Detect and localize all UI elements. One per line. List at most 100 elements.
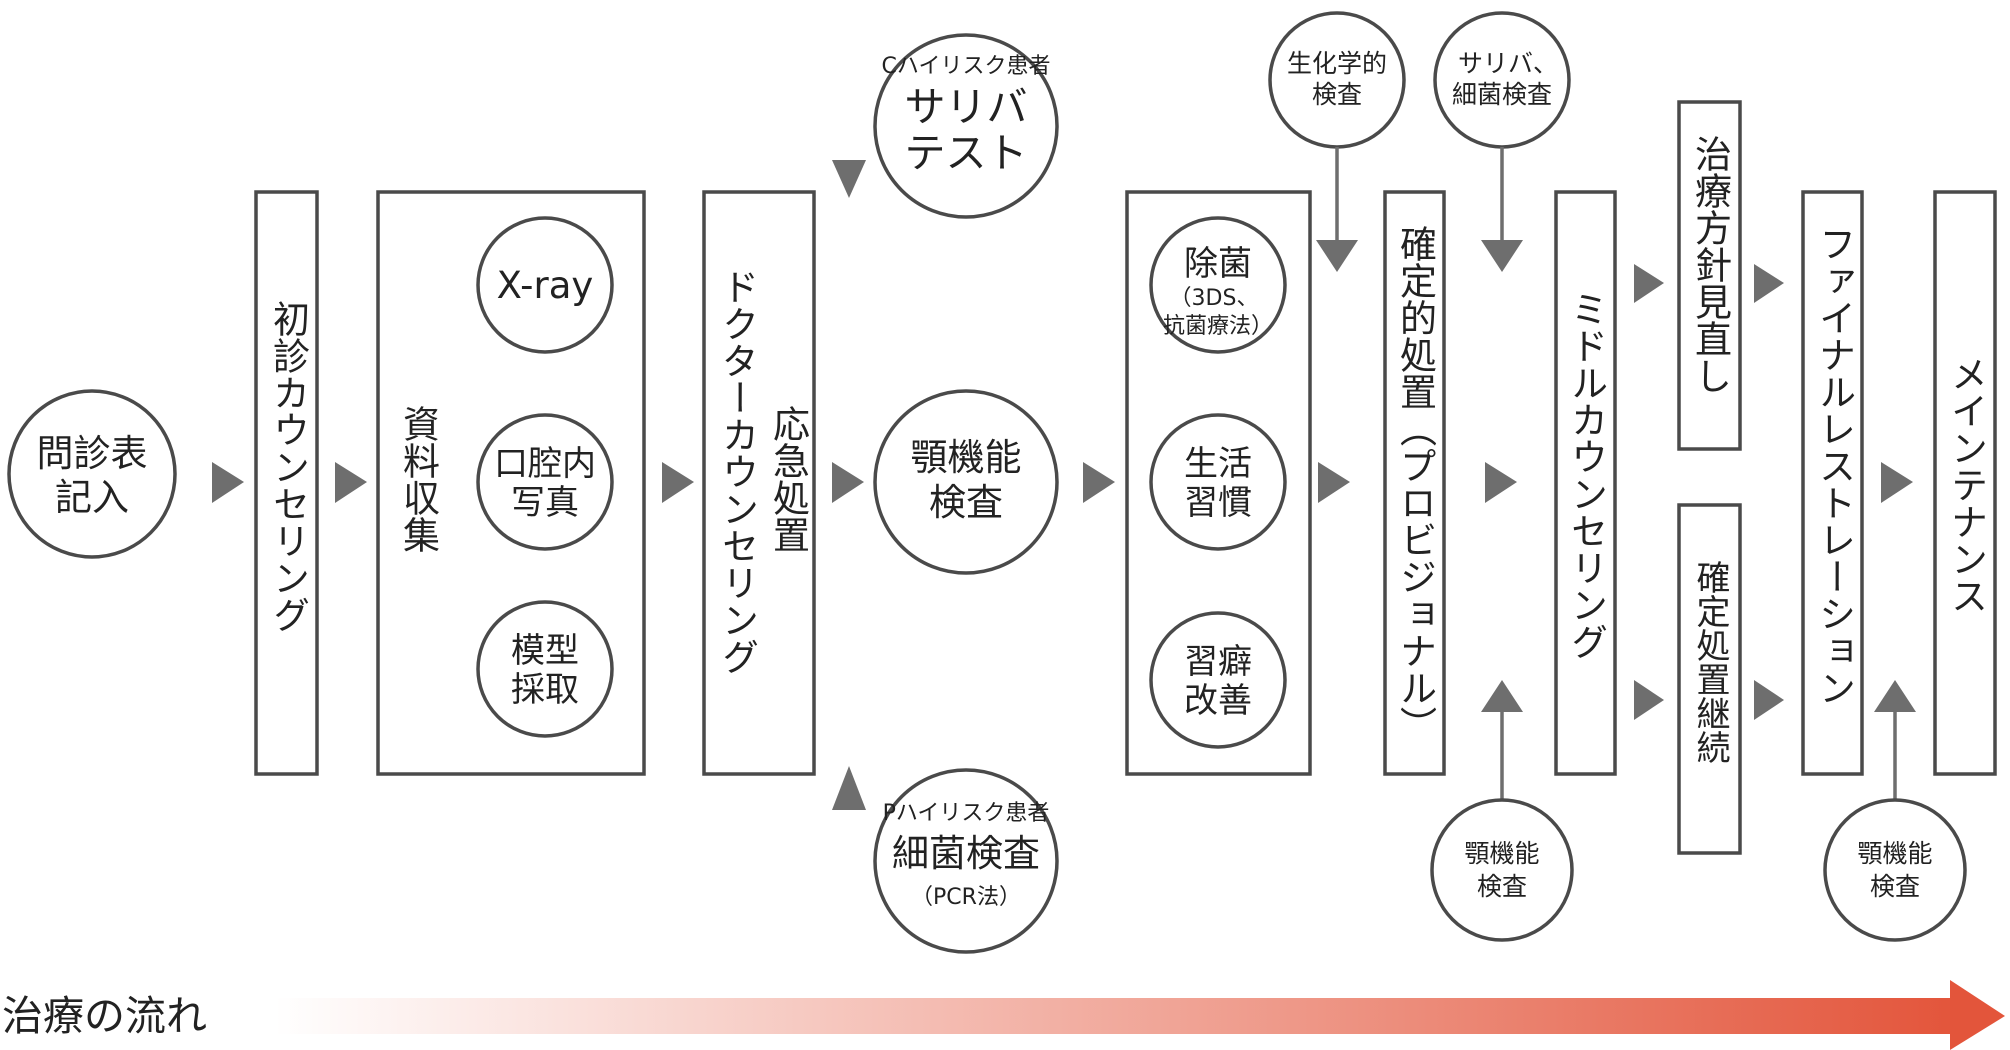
seikagaku-step: 生化学的 検査 [1268, 11, 1406, 272]
middle-label: ミドルカウンセリング [1565, 290, 1608, 660]
chiryo-minaoshi-label: 治療方針見直し [1689, 135, 1732, 394]
gakukino-lower1-circle [1430, 798, 1574, 942]
final-label: ファイナルレストレーション [1813, 225, 1856, 706]
koku-line-2: 写真 [511, 483, 579, 523]
flow-gradient-bar [275, 998, 1955, 1034]
gakukino-center-step: 顎機能 検査 [873, 389, 1059, 575]
arrow-right-icon [1083, 462, 1115, 503]
shiryo-step: 資料収集 X-ray 口腔内 写真 模型 採取 [376, 190, 646, 776]
saliva-test-step: Cハイリスク患者 サリバ テスト [873, 33, 1059, 219]
jokin-title: 除菌 [1184, 244, 1252, 284]
shuhei-circle [1149, 611, 1287, 749]
chiryo-minaoshi-step: 治療方針見直し [1677, 100, 1742, 451]
doctor-box [702, 190, 816, 776]
shoshin-box [254, 190, 319, 776]
shuhei-line-2: 改善 [1184, 681, 1252, 721]
saliva-caption: Cハイリスク患者 [882, 54, 1051, 79]
saliva-line-2: テスト [905, 129, 1028, 177]
maintenance-label: メインテナンス [1945, 355, 1988, 614]
koku-circle [476, 413, 614, 551]
saikin-step: Pハイリスク患者 細菌検査 （PCR法） [873, 768, 1059, 954]
arrow-right-icon [1881, 462, 1913, 503]
kakutei-keizoku-box [1677, 503, 1742, 855]
gakukino-center-circle [873, 389, 1059, 575]
saliva-circle [873, 33, 1059, 219]
arrow-right-icon [1318, 462, 1350, 503]
seikagaku-line-1: 生化学的 [1287, 49, 1387, 78]
gakukino-lower2-line-2: 検査 [1870, 872, 1920, 901]
koku-line-1: 口腔内 [494, 444, 596, 484]
kakutei-provisional-label: 確定的処置（プロビジョナル） [1394, 225, 1438, 743]
arrow-right-icon [1754, 680, 1784, 720]
saliva-bac-line-2: 細菌検査 [1452, 80, 1552, 109]
arrow-right-icon [1485, 462, 1517, 503]
kakutei-keizoku-label: 確定処置継続 [1690, 560, 1730, 764]
xray-label: X-ray [497, 264, 594, 307]
arrow-down-icon [1316, 240, 1358, 272]
seikatsu-line-2: 習慣 [1184, 483, 1252, 523]
mokei-line-1: 模型 [511, 631, 579, 671]
monshin-step: 問診表 記入 [7, 389, 177, 559]
seikatsu-circle [1149, 413, 1287, 551]
kakutei-keizoku-step: 確定処置継続 [1677, 503, 1742, 855]
kakutei-provisional-box [1383, 190, 1446, 776]
chiryo-minaoshi-box [1677, 100, 1742, 451]
gakukino-lower1-line-1: 顎機能 [1464, 839, 1539, 868]
arrow-up-right-icon [832, 160, 866, 198]
arrow-up-icon [1481, 680, 1523, 712]
middle-step: ミドルカウンセリング [1554, 190, 1617, 776]
arrow-right-icon [1634, 264, 1664, 303]
saikin-title: 細菌検査 [892, 832, 1040, 875]
jokin-note-2: 抗菌療法） [1163, 314, 1273, 339]
flow-footer-label: 治療の流れ [2, 992, 207, 1040]
shoshin-label: 初診カウンセリング [267, 300, 310, 633]
saikin-circle [873, 768, 1059, 954]
gakukino-lower2-circle [1823, 798, 1967, 942]
flow-footer: 治療の流れ [2, 980, 2005, 1050]
seikagaku-line-2: 検査 [1312, 80, 1362, 109]
monshin-circle [7, 389, 177, 559]
maintenance-step: メインテナンス [1933, 190, 1997, 776]
saikin-caption: Pハイリスク患者 [883, 801, 1050, 826]
middle-box [1554, 190, 1617, 776]
saliva-bac-step: サリバ、 細菌検査 [1433, 11, 1571, 272]
arrow-right-icon [335, 462, 367, 503]
arrow-down-icon [1481, 240, 1523, 272]
arrow-down-right-icon [832, 766, 866, 810]
gakukino-center-line-2: 検査 [929, 481, 1003, 524]
doctor-sub-label: 応急処置 [767, 405, 811, 553]
maintenance-box [1933, 190, 1997, 776]
saliva-line-1: サリバ [905, 83, 1028, 131]
doctor-label: ドクターカウンセリング [716, 268, 759, 675]
arrow-right-icon [832, 462, 864, 503]
final-box [1801, 190, 1864, 776]
arrow-up-icon [1874, 680, 1916, 712]
mokei-line-2: 採取 [511, 670, 579, 710]
xray-circle [476, 216, 614, 354]
jokin-note-1: （3DS、 [1170, 286, 1259, 311]
gakukino-lower2-line-1: 顎機能 [1857, 839, 1932, 868]
gakukino-lower1-line-2: 検査 [1477, 872, 1527, 901]
monshin-line-2: 記入 [55, 476, 129, 519]
shuhei-line-1: 習癖 [1184, 642, 1252, 682]
seikatsu-line-1: 生活 [1184, 444, 1252, 484]
gakukino-center-line-1: 顎機能 [911, 436, 1022, 479]
shoshin-step: 初診カウンセリング [254, 190, 319, 776]
doctor-step: 応急処置 ドクターカウンセリング [702, 190, 816, 776]
kakutei-provisional-step: 確定的処置（プロビジョナル） [1383, 190, 1446, 776]
arrow-right-icon [1754, 264, 1784, 303]
arrow-right-icon [212, 462, 244, 503]
shiryo-label: 資料収集 [397, 405, 440, 553]
flow-arrow-head-icon [1950, 980, 2005, 1050]
mokei-circle [476, 600, 614, 738]
gakukino-lower2-step: 顎機能 検査 [1823, 680, 1967, 942]
jokin-circle [1149, 216, 1287, 354]
final-step: ファイナルレストレーション [1801, 190, 1864, 776]
monshin-line-1: 問診表 [37, 432, 148, 475]
gakukino-lower1-step: 顎機能 検査 [1430, 680, 1574, 942]
arrow-right-icon [1634, 680, 1664, 720]
saliva-bac-line-1: サリバ、 [1458, 49, 1558, 78]
jokin-group-step: 除菌 （3DS、 抗菌療法） 生活 習慣 習癖 改善 [1125, 190, 1312, 776]
arrow-right-icon [662, 462, 694, 503]
